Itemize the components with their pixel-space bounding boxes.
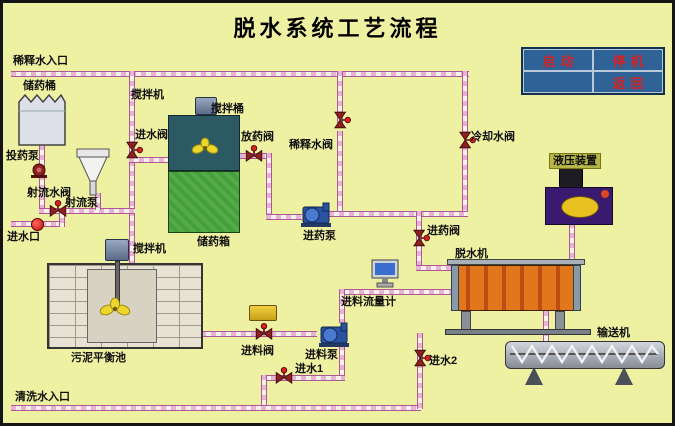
label-dilution-inlet: 稀释水入口	[13, 55, 68, 67]
label-hydraulic-unit: 液压装置	[549, 153, 601, 170]
control-panel: 启动 停机 返回	[521, 47, 665, 95]
pipe-segment	[261, 375, 345, 381]
cooling-valve[interactable]	[458, 131, 476, 149]
dilution-valve[interactable]	[333, 111, 351, 129]
pipe-segment	[266, 214, 302, 220]
label-chem-pump: 进药泵	[303, 230, 336, 242]
pipe-segment	[59, 208, 65, 227]
label-feed-pump: 进料泵	[305, 349, 338, 361]
label-dosing-pump: 投药泵	[6, 150, 39, 162]
pipe-segment	[543, 311, 549, 345]
label-chem-box: 储药箱	[197, 236, 230, 248]
label-dewaterer: 脱水机	[455, 248, 488, 260]
pipe-segment	[339, 289, 451, 295]
label-mixer-pool: 搅拌机	[133, 243, 166, 255]
label-release-valve: 放药阀	[241, 131, 274, 143]
feed-valve[interactable]	[255, 323, 273, 341]
dosing-pump[interactable]	[29, 163, 49, 184]
feed-pump[interactable]	[317, 321, 351, 354]
label-clean-inlet: 清洗水入口	[15, 391, 70, 403]
pipe-segment	[129, 157, 171, 163]
dewaterer-leg	[461, 311, 471, 331]
pipe-segment	[462, 145, 468, 217]
release-valve[interactable]	[245, 145, 263, 163]
stop-button[interactable]: 停机	[593, 49, 663, 71]
chem-feed-valve[interactable]	[412, 229, 430, 247]
jet-water-valve[interactable]	[49, 200, 67, 218]
pipe-segment	[329, 211, 468, 217]
water-inlet-valve[interactable]	[31, 218, 44, 231]
inlet-valve[interactable]	[125, 141, 143, 159]
impeller-icon	[99, 297, 131, 326]
pipe-segment	[129, 71, 135, 263]
pipe-segment	[417, 333, 423, 409]
feed-valve-actuator	[249, 305, 277, 321]
pipe-segment	[39, 208, 135, 214]
label-sludge-pool: 污泥平衡池	[71, 352, 126, 364]
back-button[interactable]: 返回	[593, 71, 663, 93]
pipe-segment	[339, 289, 345, 323]
mixer-motor-top[interactable]	[195, 97, 217, 115]
label-cooling-valve: 冷却水阀	[471, 131, 515, 143]
pipe-segment	[11, 71, 469, 77]
dewaterer-rail	[447, 259, 585, 265]
label-water2: 进水2	[429, 355, 458, 367]
dewatering-machine[interactable]	[451, 265, 581, 311]
mixer-motor-pool[interactable]	[105, 239, 129, 261]
label-jet-water-valve: 射流水阀	[27, 187, 71, 199]
chemical-box	[168, 171, 240, 233]
label-dilution-valve: 稀释水阀	[289, 139, 333, 151]
hydraulic-motor	[559, 167, 583, 189]
pipe-segment	[569, 223, 575, 267]
label-chem-valve: 进药阀	[427, 225, 460, 237]
impeller-icon	[191, 137, 219, 164]
pipe-segment	[95, 193, 101, 210]
pipe-segment	[266, 153, 272, 217]
pipe-segment	[11, 405, 421, 411]
label-inlet-valve: 进水阀	[135, 129, 168, 141]
pipe-segment	[337, 131, 343, 217]
water2-valve[interactable]	[413, 349, 431, 367]
label-flow-meter: 进料流量计	[341, 296, 396, 308]
panel-empty-cell	[523, 71, 593, 93]
flow-meter[interactable]	[371, 259, 399, 294]
jet-pump[interactable]	[75, 147, 111, 202]
pipe-segment	[339, 345, 345, 378]
pipe-segment	[337, 71, 343, 123]
label-mixer-top: 搅拌机	[131, 89, 164, 101]
hydraulic-indicator	[601, 190, 609, 198]
pipe-segment	[462, 71, 468, 133]
chem-feed-pump[interactable]	[299, 201, 333, 234]
dewaterer-endcap	[573, 265, 581, 311]
water1-valve[interactable]	[275, 367, 293, 385]
label-jet-pump: 射流泵	[65, 197, 98, 209]
hydraulic-gauge	[561, 196, 599, 218]
dewaterer-leg	[555, 311, 565, 331]
page-title: 脱水系统工艺流程	[233, 16, 442, 41]
label-mixing-barrel: 搅拌桶	[211, 103, 244, 115]
label-water-inlet: 进水口	[7, 231, 40, 243]
label-feed-valve: 进料阀	[241, 345, 274, 357]
pipe-segment	[416, 265, 456, 271]
start-button[interactable]: 启动	[523, 49, 593, 71]
dewaterer-endcap	[451, 265, 459, 311]
label-chem-barrel: 储药桶	[23, 80, 56, 92]
dewaterer-base	[445, 329, 591, 335]
label-water1: 进水1	[295, 363, 324, 375]
pipe-segment	[261, 375, 267, 409]
label-conveyor: 输送机	[597, 327, 630, 339]
chemical-barrel	[17, 93, 67, 152]
screw-conveyor[interactable]	[505, 341, 665, 369]
